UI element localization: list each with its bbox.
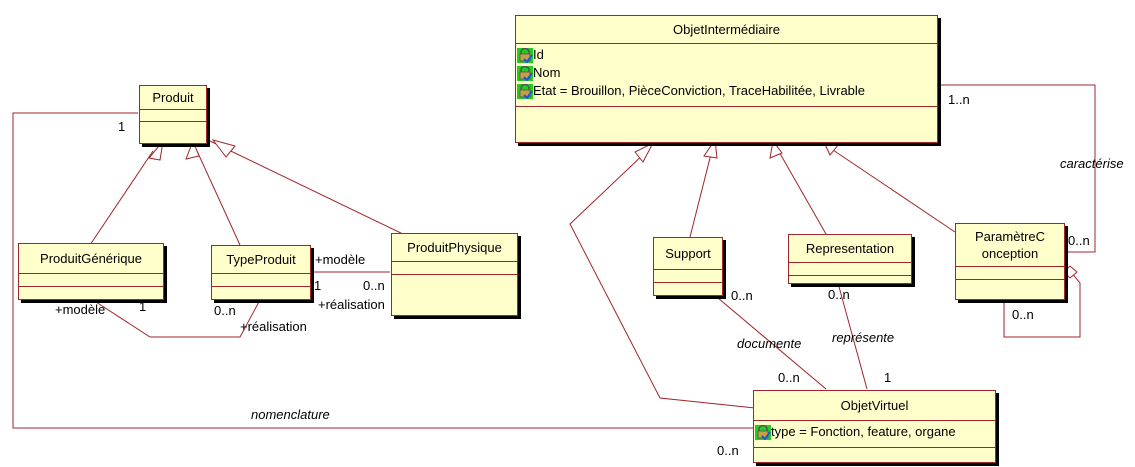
attribute-text: Nom (533, 65, 561, 80)
assoc-modele-pg-tp (92, 299, 261, 338)
assoc-documente (717, 297, 827, 390)
role-tp-modele: +modèle (315, 252, 366, 267)
gen-line-objetvirtuel (569, 149, 756, 409)
mult-ov-documente: 0..n (778, 370, 800, 385)
gen-arrowhead-tp (185, 139, 200, 160)
assoc-label-documente: documente (737, 336, 802, 351)
role-tp-realisation-bottom: +réalisation (240, 319, 307, 334)
class-name: TypeProduit (212, 246, 310, 274)
gen-line-representation (777, 149, 827, 235)
class-attributes-compartment (392, 262, 517, 275)
class-name: ObjetVirtuel (754, 391, 995, 421)
gen-line-support (689, 149, 713, 238)
class-name: ProduitPhysique (392, 234, 517, 262)
gen-arrowhead-pg (148, 139, 164, 161)
attribute-lock-icon (517, 47, 533, 63)
gen-arrowhead-ov (634, 141, 655, 163)
gen-line-parametre (829, 147, 956, 233)
assoc-label-caracterise: caractérise (1060, 156, 1124, 171)
class-name: Produit (140, 86, 206, 110)
class-name-line-2: onception (981, 246, 1039, 261)
mult-ov-represente: 1 (884, 370, 892, 385)
class-produit-generique[interactable]: ProduitGénérique (18, 243, 164, 300)
class-attributes-compartment (956, 267, 1064, 280)
class-attributes-compartment: Id Nom Etat = Brouillon, PièceConviction… (516, 44, 937, 107)
class-objet-intermediaire[interactable]: ObjetIntermédiaire Id Nom Etat = Brouill… (515, 15, 938, 143)
role-pg-modele: +modèle (55, 302, 106, 317)
assoc-label-nomenclature: nomenclature (251, 407, 330, 422)
assoc-self-parametre (1003, 271, 1081, 338)
class-attribute: Id (517, 46, 937, 64)
class-name-line-1: ParamètreC (974, 229, 1046, 244)
attribute-lock-icon (517, 83, 533, 99)
assoc-represente (837, 282, 868, 390)
class-support[interactable]: Support (653, 237, 723, 296)
class-parametre-conception[interactable]: ParamètreC onception (955, 223, 1065, 300)
gen-line-produitgenerique (89, 150, 154, 246)
class-type-produit[interactable]: TypeProduit (211, 245, 311, 300)
mult-objet-intermediaire: 1..n (948, 92, 970, 107)
gen-line-produitphysique (209, 140, 406, 236)
gen-arrowhead-support (703, 138, 718, 159)
mult-tp-0n: 0..n (214, 303, 236, 318)
class-produit[interactable]: Produit (139, 85, 207, 144)
class-produit-physique[interactable]: ProduitPhysique (391, 233, 518, 316)
class-attribute: Nom (517, 64, 937, 82)
attribute-lock-icon (755, 424, 771, 440)
attribute-text: type = Fonction, feature, organe (771, 424, 956, 439)
mult-support: 0..n (731, 288, 753, 303)
mult-tp-1: 1 (314, 278, 322, 293)
class-objet-virtuel[interactable]: ObjetVirtuel type = Fonction, feature, o… (753, 390, 996, 463)
attribute-text: Id (533, 47, 544, 62)
class-name: ParamètreC onception (956, 224, 1064, 267)
assoc-label-represente: représente (832, 330, 895, 345)
class-attribute: Etat = Brouillon, PièceConviction, Trace… (517, 82, 937, 100)
class-representation[interactable]: Representation (788, 234, 912, 284)
gen-line-typeproduit (196, 150, 241, 246)
gen-arrowhead-pp (211, 139, 236, 158)
class-name: Representation (789, 235, 911, 263)
assoc-caracterise (940, 84, 1096, 253)
class-name: ObjetIntermédiaire (516, 16, 937, 44)
mult-pp: 0..n (363, 278, 385, 293)
mult-produit: 1 (118, 119, 126, 134)
assoc-nomenclature (12, 112, 753, 429)
class-attributes-compartment (19, 274, 163, 287)
class-attributes-compartment (789, 263, 911, 276)
mult-ov-nomenclature: 0..n (717, 443, 739, 458)
class-name: Support (654, 238, 722, 270)
class-name: ProduitGénérique (19, 244, 163, 274)
mult-parametre-right: 0..n (1068, 233, 1090, 248)
class-attributes-compartment: type = Fonction, feature, organe (754, 421, 995, 448)
role-tp-realisation-right: +réalisation (318, 297, 385, 312)
gen-arrowhead-representation (769, 139, 783, 159)
mult-parametre-self: 0..n (1012, 307, 1034, 322)
class-attributes-compartment (654, 270, 722, 283)
attribute-lock-icon (517, 65, 533, 81)
mult-pg: 1 (139, 299, 147, 314)
attribute-text: Etat = Brouillon, PièceConviction, Trace… (533, 83, 866, 98)
class-attribute: type = Fonction, feature, organe (755, 423, 995, 441)
class-attributes-compartment (140, 110, 206, 122)
aggregation-diamond (1063, 265, 1078, 279)
class-attributes-compartment (212, 274, 310, 287)
mult-representation: 0..n (828, 287, 850, 302)
